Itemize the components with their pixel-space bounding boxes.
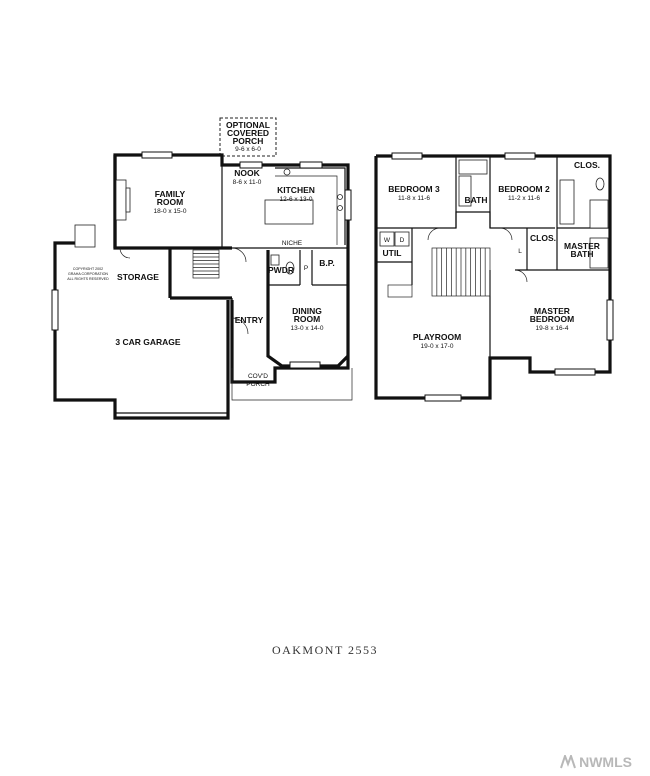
main-floor-plan: OPTIONAL COVERED PORCH 9-6 x 6-0 FAMILY … xyxy=(51,117,353,420)
door-swing xyxy=(231,317,249,335)
window xyxy=(344,189,352,221)
dining-room-dim: 13-0 x 14-0 xyxy=(291,325,324,332)
master-bedroom-dim: 19-8 x 16-4 xyxy=(536,325,569,332)
fireplace-hearth xyxy=(125,187,131,213)
util-label: UTIL xyxy=(383,248,402,258)
bathtub xyxy=(458,159,488,175)
door-swing xyxy=(499,227,513,241)
master-toilet xyxy=(595,177,605,191)
master-bath-label-2: BATH xyxy=(571,249,594,259)
nwmls-logo-icon xyxy=(560,755,577,769)
plan-title: OAKMONT 2553 xyxy=(271,643,379,657)
upper-stair-landing xyxy=(387,284,413,298)
garage-entry-box xyxy=(74,224,96,248)
copyright-note: COPYRIGHT 2002 GRAHA CORPORATION ALL RIG… xyxy=(67,267,109,281)
window xyxy=(299,161,323,169)
entry-label: ENTRY xyxy=(235,315,264,325)
covd-porch-label-2: PORCH xyxy=(246,381,270,388)
door-swing xyxy=(231,247,247,263)
bp-label: B.P. xyxy=(319,258,334,268)
watermark: NWMLS xyxy=(560,754,632,770)
washer xyxy=(379,231,395,247)
bedroom2-label: BEDROOM 2 xyxy=(498,184,550,194)
washer-label: W xyxy=(384,237,391,244)
niche-label: NICHE xyxy=(282,240,303,247)
closet-mid-label: CLOS. xyxy=(530,233,556,243)
window xyxy=(391,152,423,160)
master-shower xyxy=(589,237,609,269)
fireplace xyxy=(115,179,127,221)
window xyxy=(289,361,321,369)
kitchen-counter-edge xyxy=(275,175,338,245)
master-bath-label: MASTER xyxy=(564,241,600,251)
optional-porch-label: OPTIONAL COVERED PORCH 9-6 x 6-0 xyxy=(226,120,270,153)
door-swing xyxy=(514,269,528,283)
storage-label: STORAGE xyxy=(117,272,159,282)
family-room-west-wall xyxy=(113,155,170,250)
window xyxy=(504,152,536,160)
master-vanity xyxy=(559,179,575,225)
closet-top-label: CLOS. xyxy=(574,160,600,170)
door-swing xyxy=(427,227,441,241)
sink-bowl xyxy=(283,168,291,176)
bedroom3-label: BEDROOM 3 xyxy=(388,184,440,194)
covered-porch-outline xyxy=(231,368,353,401)
svg-text:OPTIONAL: OPTIONAL xyxy=(226,120,270,130)
pwdr-sink xyxy=(270,254,280,266)
upper-stairs xyxy=(431,247,491,297)
range-burner xyxy=(337,205,343,211)
kitchen-label: KITCHEN xyxy=(277,185,315,195)
nook-label: NOOK xyxy=(234,168,260,178)
svg-text:9-6 x 6-0: 9-6 x 6-0 xyxy=(235,146,261,153)
svg-text:COPYRIGHT 2002: COPYRIGHT 2002 xyxy=(73,267,103,271)
nook-dim: 8-6 x 11-0 xyxy=(233,179,262,186)
dining-room-label-2: ROOM xyxy=(294,314,320,324)
main-stairs xyxy=(192,249,220,279)
upper-floor-plan: BEDROOM 3 11-8 x 11-6 BATH BEDROOM 2 11-… xyxy=(374,152,614,402)
master-bedroom-label-2: BEDROOM xyxy=(530,314,574,324)
pwdr-label: PWDR xyxy=(268,265,294,275)
garage-wall xyxy=(53,241,230,420)
window xyxy=(606,299,614,341)
master-bedroom-label: MASTER xyxy=(534,306,570,316)
svg-text:ALL RIGHTS RESERVED: ALL RIGHTS RESERVED xyxy=(67,277,109,281)
playroom-label: PLAYROOM xyxy=(413,332,461,342)
window xyxy=(424,394,462,402)
family-room-label-2: ROOM xyxy=(157,197,183,207)
range-burner xyxy=(337,194,343,200)
dining-room-label: DINING xyxy=(292,306,322,316)
window xyxy=(141,151,173,159)
bedroom3-dim: 11-8 x 11-6 xyxy=(398,195,430,202)
pantry-label: P xyxy=(304,265,308,272)
bath-label: BATH xyxy=(465,195,488,205)
covd-porch-label: COV'D xyxy=(248,373,268,380)
dining-bay-wall xyxy=(266,285,350,368)
dryer-label: D xyxy=(400,237,405,244)
kitchen-dim: 12-6 x 13-0 xyxy=(280,196,313,203)
window xyxy=(51,289,59,331)
bath-vanity xyxy=(458,175,472,207)
playroom-dim: 19-0 x 17-0 xyxy=(421,343,454,350)
garage-label: 3 CAR GARAGE xyxy=(115,337,181,347)
optional-porch-outline xyxy=(219,117,277,157)
window xyxy=(554,368,596,376)
watermark-text: NWMLS xyxy=(579,754,632,770)
svg-text:COVERED: COVERED xyxy=(227,128,269,138)
window xyxy=(239,161,263,169)
linen-label: L xyxy=(518,248,522,255)
bedroom2-dim: 11-2 x 11-6 xyxy=(508,195,540,202)
family-room-dim: 18-0 x 15-0 xyxy=(154,208,187,215)
family-room-label: FAMILY xyxy=(155,189,186,199)
master-tub xyxy=(589,199,609,229)
hall-wall xyxy=(376,211,555,229)
dryer xyxy=(394,231,410,247)
kitchen-island xyxy=(264,199,314,225)
pwdr-toilet xyxy=(285,261,295,275)
svg-text:PORCH: PORCH xyxy=(233,136,264,146)
svg-text:GRAHA CORPORATION: GRAHA CORPORATION xyxy=(68,272,108,276)
door-swing xyxy=(119,247,131,259)
